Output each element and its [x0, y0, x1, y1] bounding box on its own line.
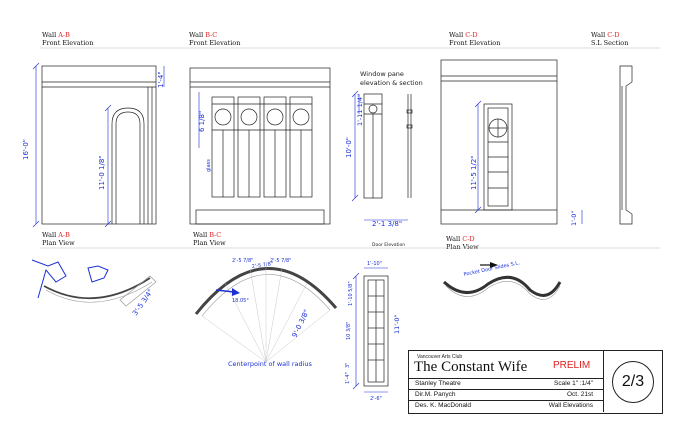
header-prefix: Wall	[193, 231, 210, 239]
dim-arc-2: 2'-5 7/8"	[270, 258, 291, 264]
header-wall-id: A-B	[58, 31, 70, 39]
note-window-pane: Window pane	[360, 70, 404, 78]
window-pane-detail	[363, 93, 413, 199]
window-bank	[211, 96, 313, 198]
header-wall-id: C-D	[462, 235, 475, 243]
dim-pane-width: 2'-1 3/8"	[372, 220, 402, 228]
dim-bc-top: 6 1/8"	[198, 111, 206, 132]
note-door-elevation: Door Elevation	[372, 242, 405, 248]
header-sub: Front Elevation	[42, 38, 94, 47]
director: Dir.M. Panych	[415, 391, 456, 398]
show-title: The Constant Wife	[414, 359, 528, 375]
dim-arch-opening: 11'-0 1/8"	[98, 155, 106, 190]
arrow-icon	[232, 288, 240, 296]
dim-height-16: 16'-0"	[22, 139, 30, 160]
header-wall-id: B-C	[205, 31, 218, 39]
header-wall-id: A-B	[58, 231, 70, 239]
note-glass: glass	[206, 159, 212, 172]
dim-door-full: 11'-0"	[393, 314, 401, 334]
title-row-director: Dir.M. Panych Oct. 21st	[409, 389, 603, 400]
header-prefix: Wall	[446, 235, 463, 243]
wall-cd-elevation	[440, 59, 558, 225]
dim-door-base2: 3"	[345, 363, 351, 368]
header-sub: Plan View	[193, 238, 226, 247]
header-prefix: Wall	[42, 31, 59, 39]
title-row-venue: Stanley Theatre Scale 1" :1/4"	[409, 378, 603, 389]
note-centerpoint: Centerpoint of wall radius	[228, 360, 313, 368]
header-prefix: Wall	[42, 231, 59, 239]
title-row-designer: Des. K. MacDonald Wall Elevations	[409, 400, 603, 411]
header-sub: Plan View	[446, 242, 479, 251]
header-wall-id: C-D	[607, 31, 620, 39]
header-wall-id: C-D	[465, 31, 478, 39]
scale: Scale 1" :1/4"	[554, 380, 593, 387]
dim-section-base: 1'-0"	[570, 211, 578, 226]
wall-bc-elevation	[189, 67, 331, 225]
dim-door-base1: 1'-4"	[345, 372, 351, 384]
wall-ab-elevation	[41, 65, 157, 225]
door-elevation	[363, 275, 389, 387]
header-wall-id: B-C	[209, 231, 222, 239]
wall-bc-plan	[194, 265, 338, 363]
title-block: Vancouver Arts Club The Constant Wife PR…	[408, 350, 663, 414]
header-sub: S.L Section	[591, 38, 629, 47]
slide-arrow-icon	[490, 262, 498, 268]
header-prefix: Wall	[189, 31, 206, 39]
date: Oct. 21st	[566, 391, 593, 398]
header-prefix: Wall	[591, 31, 608, 39]
header-sub: Front Elevation	[449, 38, 501, 47]
dim-pane-top: 1'-11 1/4"	[356, 94, 364, 126]
sheet-name: Wall Elevations	[548, 402, 593, 409]
wall-cd-section	[619, 65, 633, 225]
header-prefix: Wall	[449, 31, 466, 39]
title-block-main: Vancouver Arts Club The Constant Wife PR…	[409, 351, 604, 412]
status-prelim: PRELIM	[553, 360, 591, 371]
sheet-number: 2/3	[612, 361, 654, 403]
dim-radius: 9'-0 3/8"	[291, 308, 311, 339]
dim-angle: 18.05°	[232, 298, 249, 304]
dim-door-mid: 10 3/8"	[346, 322, 352, 340]
venue: Stanley Theatre	[415, 380, 461, 387]
producer-club: Vancouver Arts Club	[417, 354, 463, 360]
header-sub: Front Elevation	[189, 38, 241, 47]
dim-arc-3: 2'-5 7/8"	[251, 261, 273, 270]
wall-ab-plan	[43, 275, 157, 307]
wall-cd-plan	[442, 275, 562, 300]
dim-arc-1: 2'-5 7/8"	[232, 258, 253, 264]
dim-door-height: 11'-5 1/2"	[470, 155, 478, 190]
designer: Des. K. MacDonald	[415, 402, 471, 409]
header-sub: Plan View	[42, 238, 75, 247]
dim-cap: 1'-4"	[157, 71, 165, 88]
dim-door-bottom: 2'-6"	[370, 396, 382, 402]
dim-wall-10: 10'-0"	[345, 137, 353, 158]
note-window-pane2: elevation & section	[360, 79, 423, 87]
dim-door-w: 1'-10"	[367, 261, 382, 267]
dim-door-top: 1'-10 5/8"	[348, 281, 354, 306]
